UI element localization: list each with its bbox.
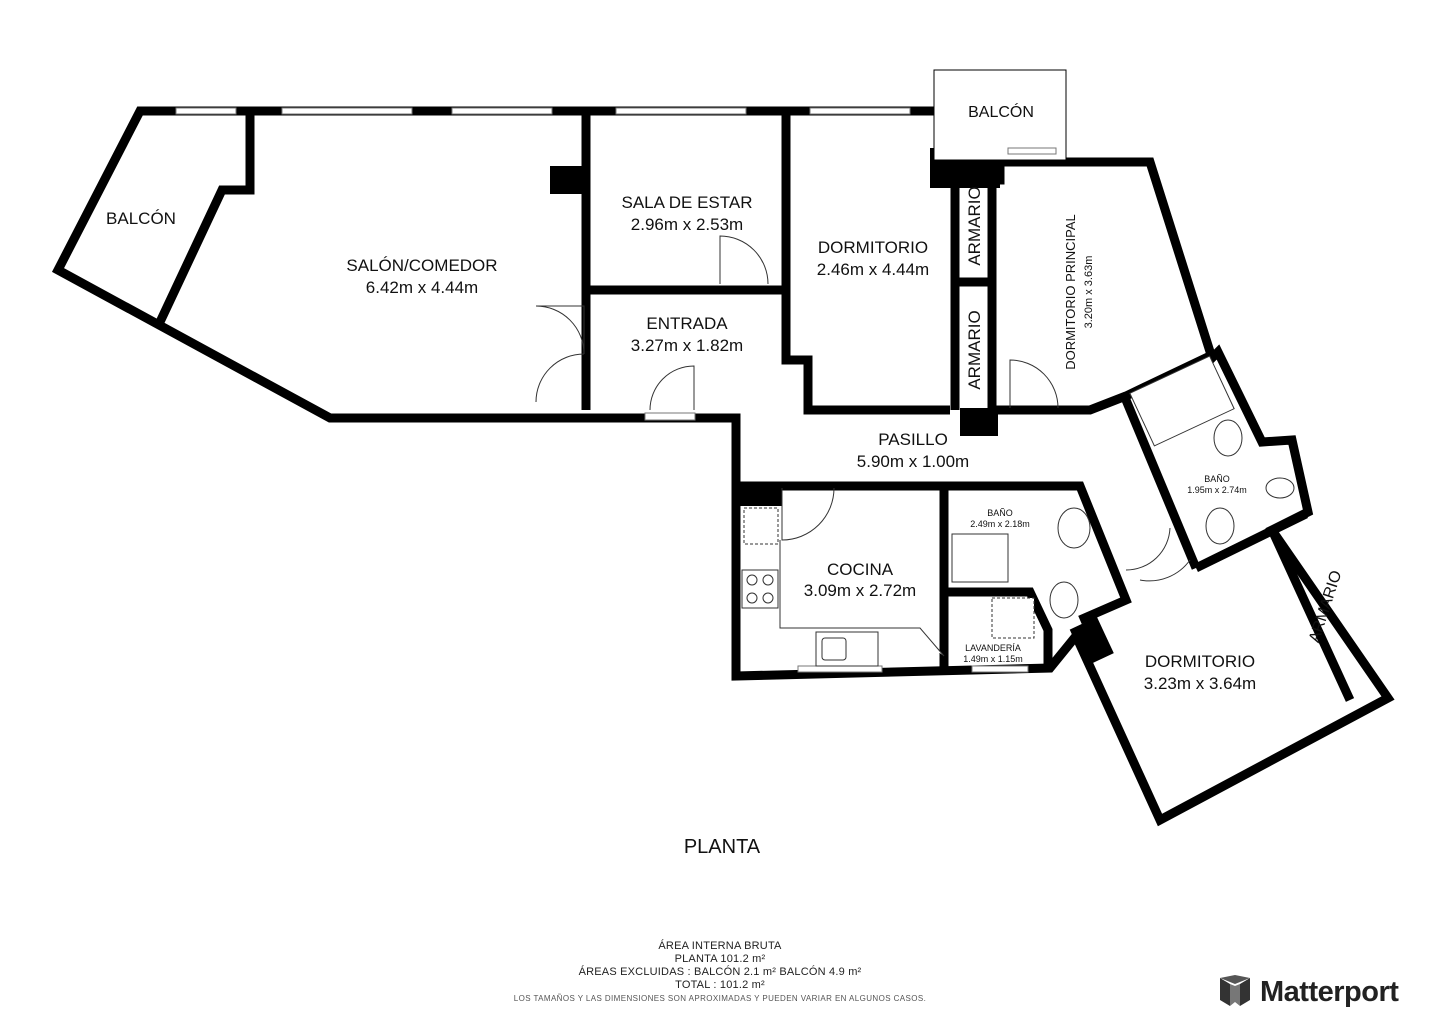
door-swings bbox=[535, 235, 1191, 582]
room-dims-salon: 6.42m x 4.44m bbox=[366, 278, 478, 297]
room-dims-sala-estar: 2.96m x 2.53m bbox=[631, 215, 743, 234]
room-name-balcon-top: BALCÓN bbox=[968, 102, 1034, 121]
counter bbox=[779, 540, 945, 657]
room-name-dormitorio-1: DORMITORIO bbox=[818, 238, 928, 257]
room-name-balcon-left: BALCÓN bbox=[106, 209, 176, 228]
toilet-icon bbox=[1205, 507, 1235, 545]
area-disclaimer: LOS TAMAÑOS Y LAS DIMENSIONES SON APROXI… bbox=[513, 994, 927, 1003]
column-block bbox=[550, 166, 582, 194]
toilet-icon bbox=[1057, 507, 1091, 549]
area-excluded: ÁREAS EXCLUIDAS : BALCÓN 2.1 m² BALCÓN 4… bbox=[578, 966, 862, 978]
room-name-cocina: COCINA bbox=[827, 560, 894, 579]
area-heading: ÁREA INTERNA BRUTA bbox=[658, 940, 782, 952]
toilet-icon bbox=[1213, 419, 1243, 457]
wall-bano-bottom bbox=[944, 587, 1053, 668]
matterport-logo-icon bbox=[1220, 975, 1250, 1006]
brand: Matterport bbox=[1218, 972, 1399, 1012]
wall-dorm-left bbox=[781, 111, 950, 415]
room-dims-dormitorio-principal: 3.20m x 3.63m bbox=[1083, 256, 1095, 329]
room-dims-entrada: 3.27m x 1.82m bbox=[631, 336, 743, 355]
bathtub-icon bbox=[1129, 355, 1235, 447]
wall-balcon-inner bbox=[155, 111, 255, 324]
plan-title: PLANTA bbox=[0, 836, 1448, 859]
stove-icon bbox=[741, 569, 779, 609]
wall-bed2-right bbox=[1267, 528, 1355, 702]
washer-icon bbox=[991, 597, 1035, 639]
windows bbox=[175, 107, 1057, 673]
balcony-top-outline bbox=[933, 69, 1067, 161]
fixtures bbox=[741, 355, 1295, 667]
fridge-icon bbox=[743, 507, 779, 545]
room-name-armario-2: ARMARIO bbox=[965, 310, 984, 389]
brand-name: Matterport bbox=[1260, 975, 1399, 1008]
sink-basin-icon bbox=[1049, 581, 1079, 619]
room-name-bano-1: BAÑO bbox=[987, 508, 1013, 518]
room-name-armario-1: ARMARIO bbox=[965, 186, 984, 265]
room-dims-bano-2: 1.95m x 2.74m bbox=[1187, 485, 1247, 495]
column-block bbox=[960, 408, 998, 436]
room-dims-cocina: 3.09m x 2.72m bbox=[804, 581, 916, 600]
room-dims-pasillo: 5.90m x 1.00m bbox=[857, 452, 969, 471]
room-dims-dormitorio-2: 3.23m x 3.64m bbox=[1144, 674, 1256, 693]
area-summary: ÁREA INTERNA BRUTA PLANTA 101.2 m² ÁREAS… bbox=[440, 940, 1000, 1005]
room-name-dormitorio-principal: DORMITORIO PRINCIPAL bbox=[1063, 214, 1078, 370]
room-dims-dormitorio-1: 2.46m x 4.44m bbox=[817, 260, 929, 279]
room-name-entrada: ENTRADA bbox=[646, 314, 728, 333]
column-block bbox=[1069, 616, 1114, 666]
room-name-dormitorio-2: DORMITORIO bbox=[1145, 652, 1255, 671]
room-name-lavanderia: LAVANDERÍA bbox=[965, 643, 1021, 653]
wall-bath2-bottom bbox=[1194, 509, 1308, 573]
room-name-salon: SALÓN/COMEDOR bbox=[346, 256, 497, 275]
column-block bbox=[736, 486, 782, 506]
room-dims-bano-1: 2.49m x 2.18m bbox=[970, 519, 1030, 529]
room-dims-lavanderia: 1.49m x 1.15m bbox=[963, 654, 1023, 664]
sink-basin-icon bbox=[1265, 477, 1295, 499]
area-total: TOTAL : 101.2 m² bbox=[675, 979, 765, 991]
room-name-sala-estar: SALA DE ESTAR bbox=[621, 193, 752, 212]
wall-pasillo-bottom bbox=[736, 481, 1132, 625]
area-planta: PLANTA 101.2 m² bbox=[674, 953, 766, 965]
room-name-bano-2: BAÑO bbox=[1204, 474, 1230, 484]
plan-title-text: PLANTA bbox=[683, 836, 761, 858]
shower-icon bbox=[951, 533, 1009, 583]
wall-bath2-left bbox=[1121, 398, 1201, 570]
room-name-pasillo: PASILLO bbox=[878, 430, 948, 449]
